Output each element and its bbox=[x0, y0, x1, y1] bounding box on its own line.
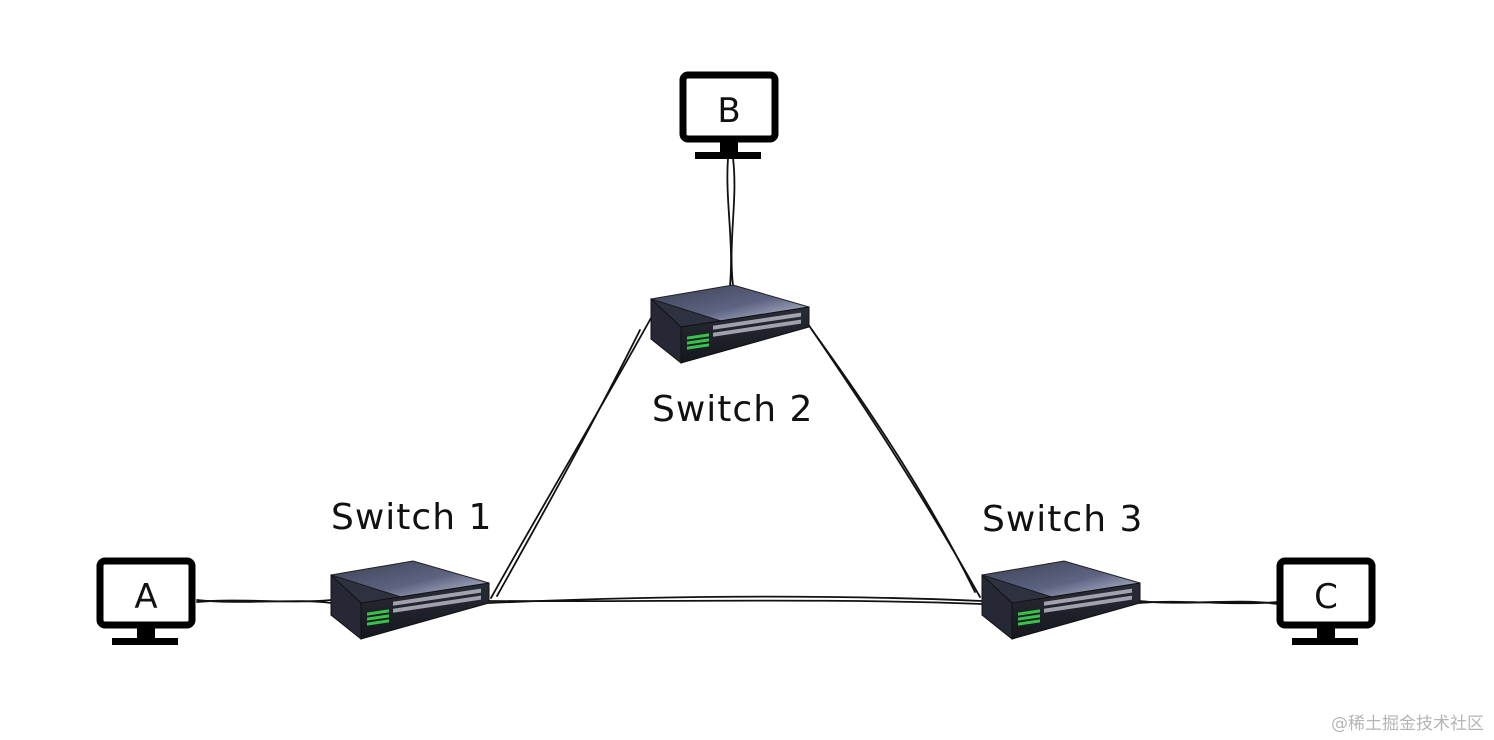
switch-3-label: Switch 3 bbox=[982, 499, 1143, 540]
cable-a-switch1 bbox=[196, 599, 332, 604]
computer-c: C bbox=[1280, 561, 1372, 645]
switch-icon bbox=[650, 284, 810, 364]
computer-a-label: A bbox=[134, 577, 157, 617]
cables bbox=[196, 157, 1279, 605]
cable-c-switch3 bbox=[1139, 600, 1279, 605]
switch-3 bbox=[981, 560, 1141, 640]
switch-2 bbox=[650, 284, 810, 364]
switch-1-label: Switch 1 bbox=[331, 497, 492, 538]
switch-icon bbox=[330, 560, 490, 640]
switch-1 bbox=[330, 560, 490, 640]
switch-2-label: Switch 2 bbox=[652, 389, 813, 430]
computer-a: A bbox=[100, 561, 192, 645]
computer-b: B bbox=[683, 75, 775, 159]
cable-switch2-switch3 bbox=[807, 323, 981, 598]
cable-switch1-switch2 bbox=[490, 317, 652, 599]
switch-icon bbox=[981, 560, 1141, 640]
cable-switch1-switch3 bbox=[488, 595, 983, 605]
computer-b-label: B bbox=[717, 91, 740, 131]
computer-c-label: C bbox=[1314, 577, 1338, 617]
cable-b-switch2 bbox=[726, 157, 736, 287]
watermark: @稀土掘金技术社区 bbox=[1331, 714, 1484, 734]
